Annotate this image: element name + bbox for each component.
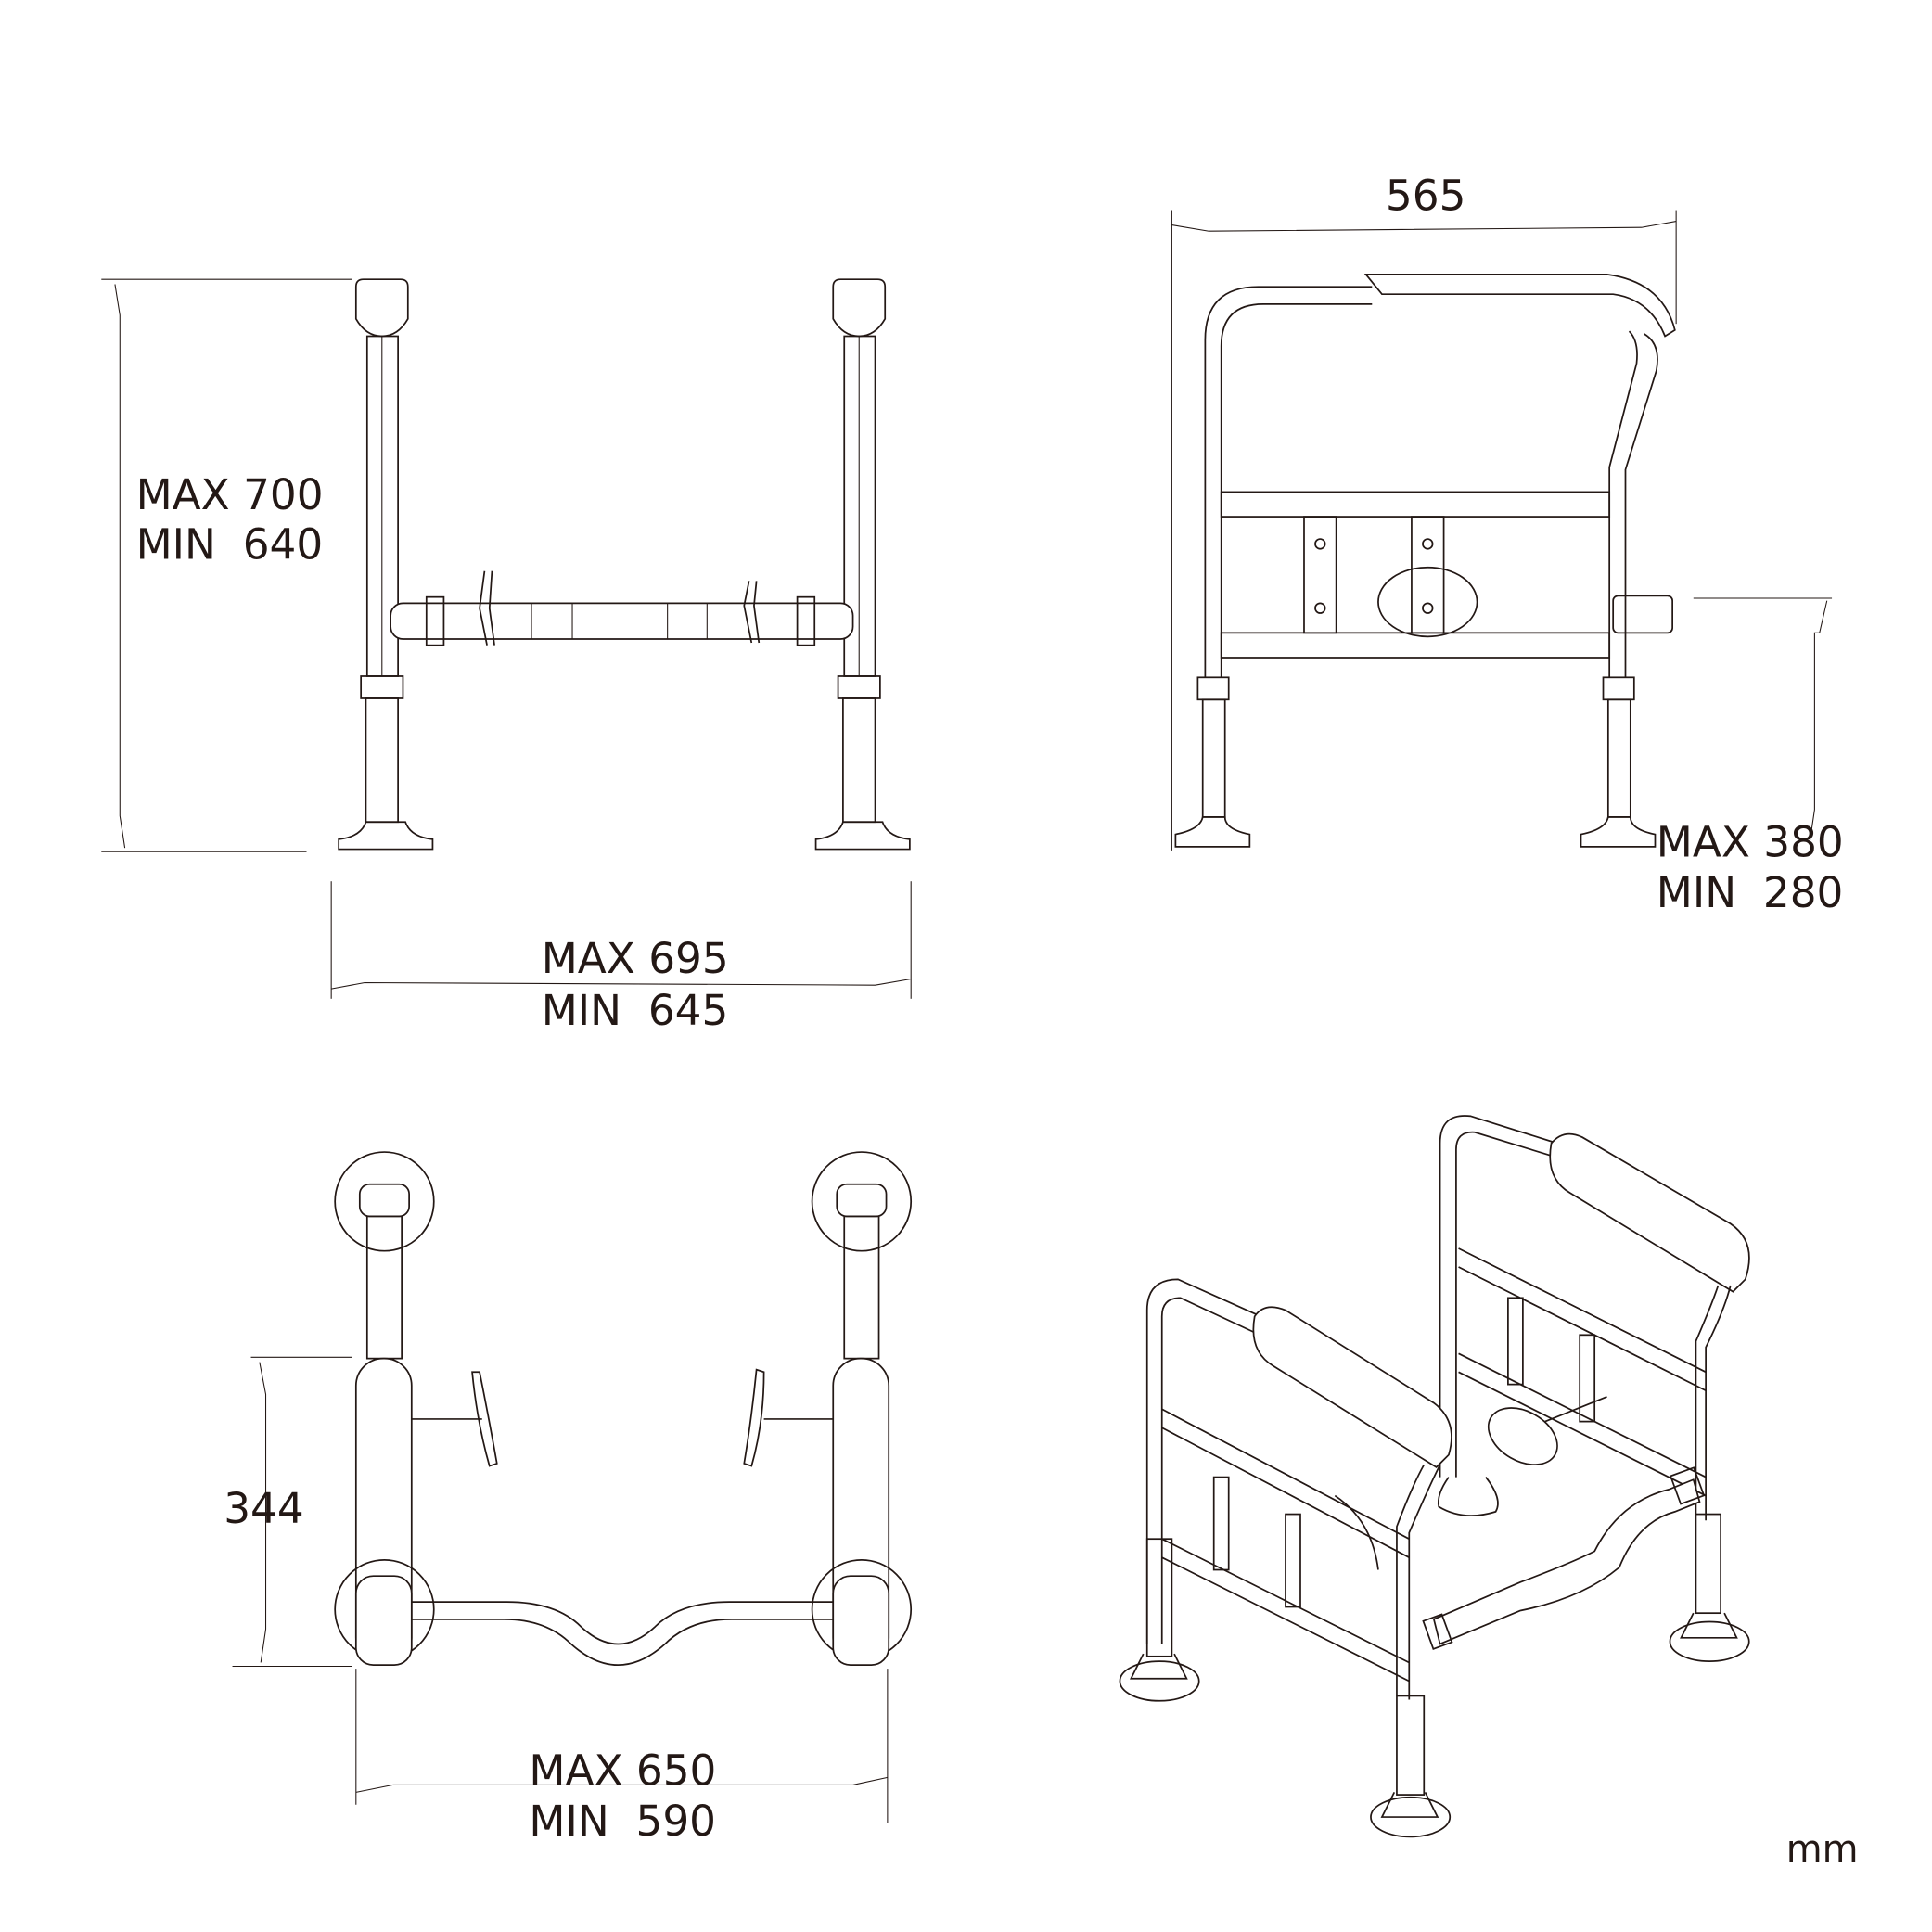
top-curved-crossbar — [411, 1601, 834, 1667]
front-left-post — [338, 278, 434, 851]
unit-label: mm — [1786, 1828, 1859, 1871]
side-height-min-label: MIN 280 — [1657, 868, 1844, 917]
side-height-dimension — [1693, 597, 1833, 843]
side-width-dimension — [1171, 210, 1677, 851]
side-view: 565 MAX 380 — [1171, 172, 1844, 917]
isometric-view — [1119, 1115, 1750, 1838]
side-height-max-label: MAX 380 — [1657, 818, 1844, 867]
side-frame — [1174, 273, 1676, 848]
top-width-max-label: MAX 650 — [529, 1746, 716, 1795]
front-right-post — [814, 278, 911, 851]
front-width-min-label: MIN 645 — [542, 986, 729, 1035]
front-view: MAX 700 MIN 640 — [101, 278, 912, 1035]
front-width-max-label: MAX 695 — [542, 934, 729, 983]
iso-curved-crossbar — [1422, 1466, 1706, 1650]
front-height-min-label: MIN 640 — [136, 519, 324, 569]
top-depth-label: 344 — [224, 1484, 303, 1533]
iso-back-frame — [1437, 1115, 1750, 1663]
front-height-dimension — [101, 278, 352, 852]
side-width-label: 565 — [1386, 172, 1465, 221]
top-width-min-label: MIN 590 — [529, 1797, 716, 1846]
top-right-arm — [743, 1151, 913, 1667]
top-depth-dimension — [232, 1356, 352, 1668]
front-crossbar — [390, 570, 854, 646]
front-width-dimension — [330, 881, 912, 999]
front-height-max-label: MAX 700 — [136, 470, 324, 519]
top-left-arm — [334, 1151, 498, 1667]
top-width-dimension — [355, 1669, 889, 1823]
top-view: 344 MAX 650 MIN 590 — [224, 1151, 913, 1846]
iso-front-frame — [1119, 1278, 1452, 1838]
